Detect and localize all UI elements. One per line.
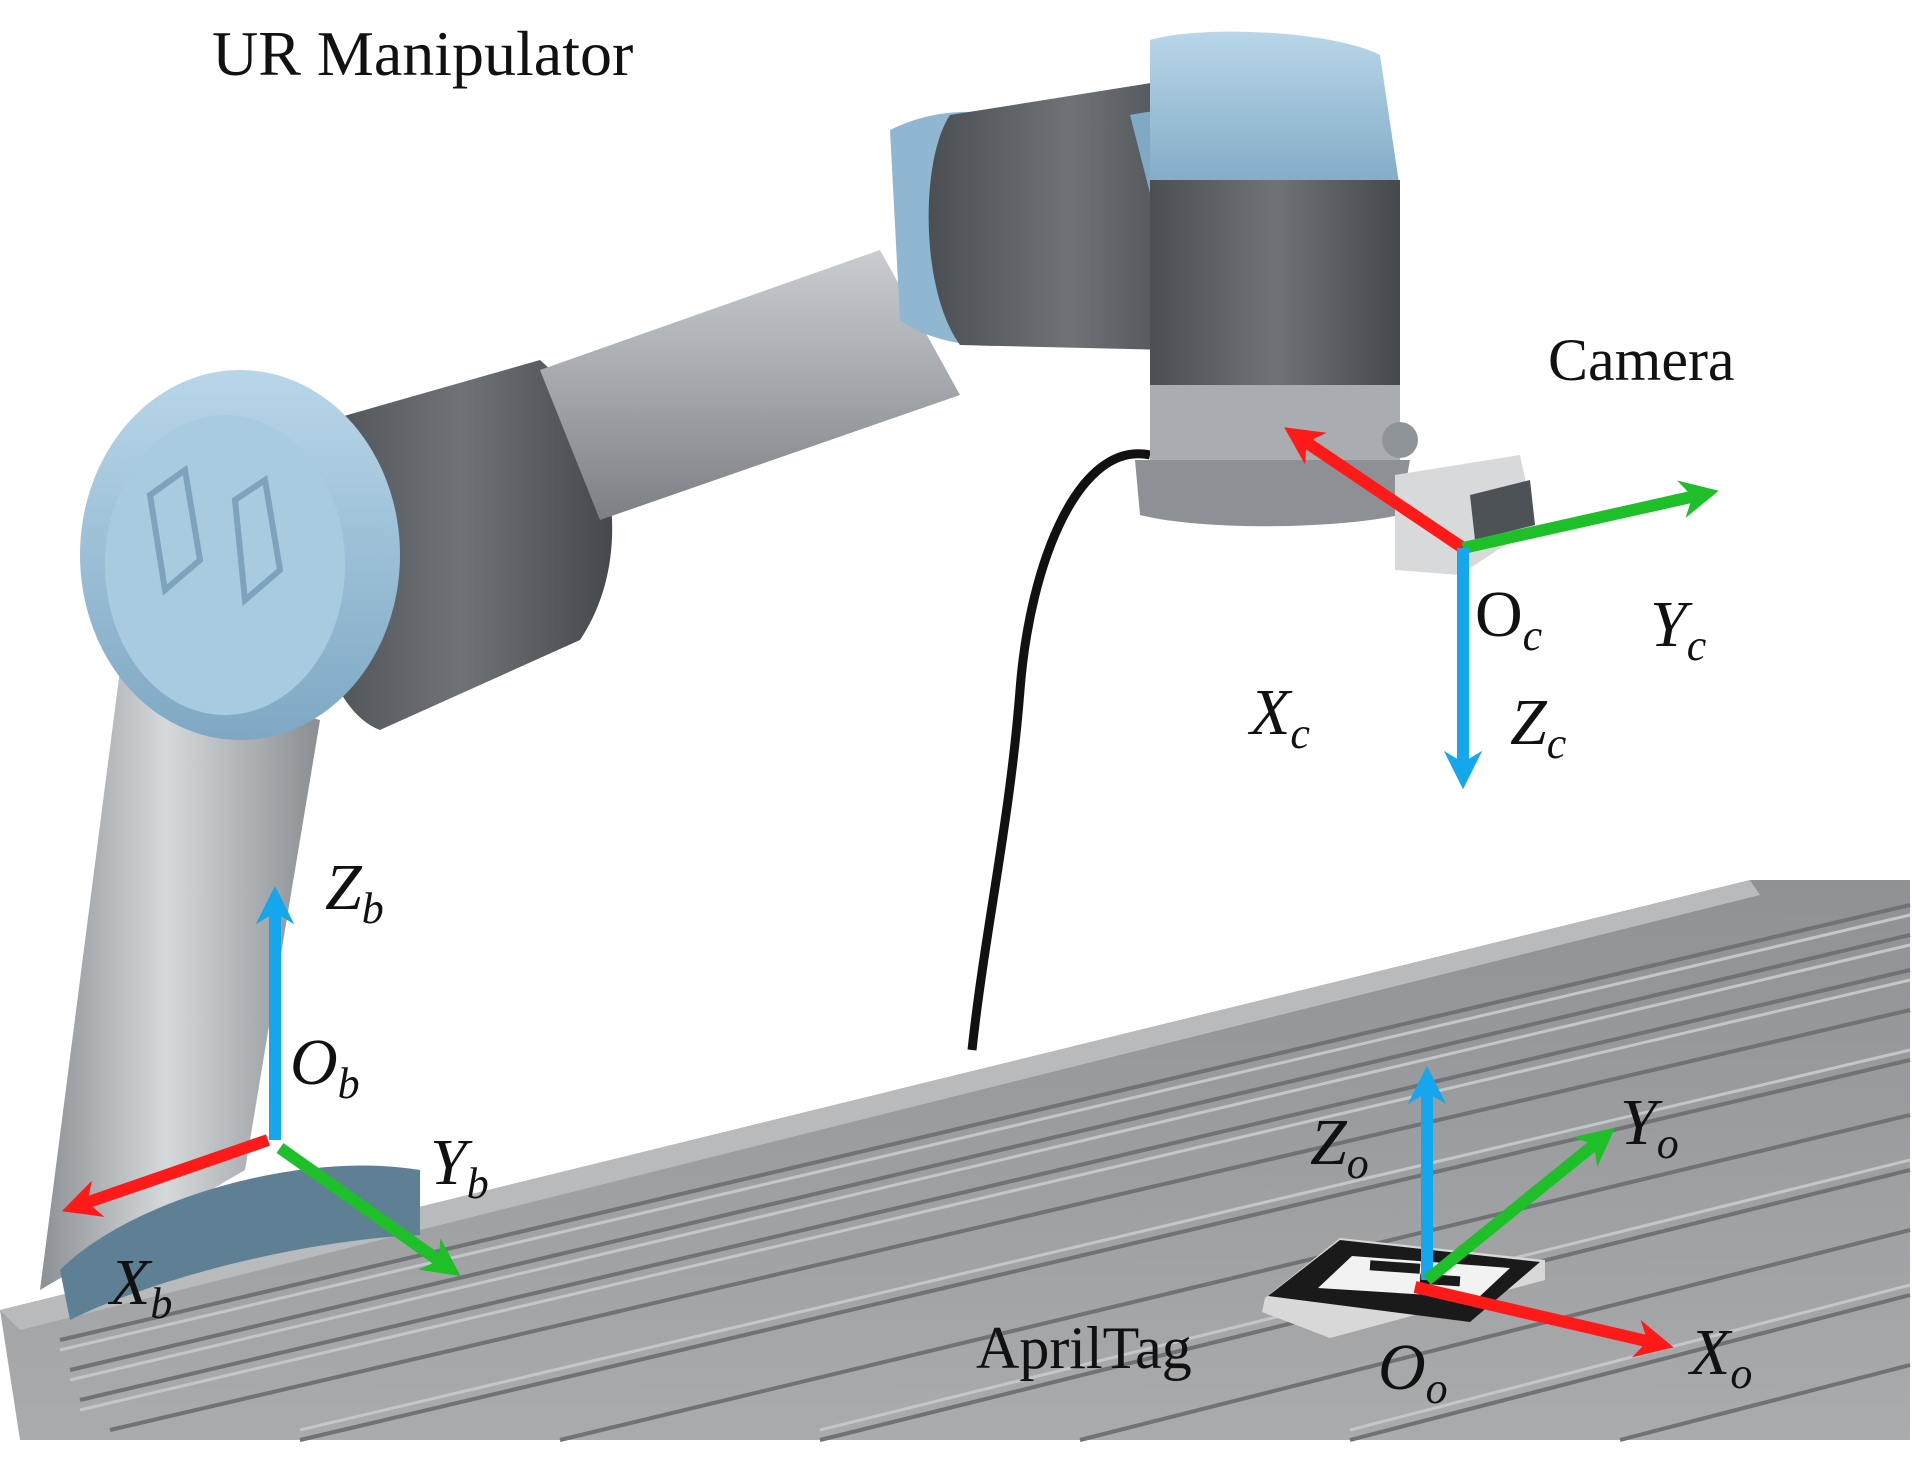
base-y-label: Yb [430, 1126, 489, 1208]
camera-y-axis-arrow [1461, 480, 1719, 554]
base-origin-label: Ob [290, 1026, 360, 1108]
object-frame-axes [1407, 1065, 1674, 1358]
base-x-label: Xb [110, 1246, 173, 1328]
object-x-axis-arrow [1413, 1281, 1674, 1358]
manipulator-label: UR Manipulator [212, 18, 634, 89]
object-origin-label: Oo [1378, 1331, 1448, 1413]
base-z-label: Zb [325, 851, 384, 933]
object-x-label: Xo [1690, 1316, 1753, 1398]
camera-y-label: Yc [1650, 588, 1707, 670]
base-frame-axes [61, 885, 461, 1277]
camera-z-label: Zc [1510, 686, 1567, 768]
object-y-label: Yo [1620, 1086, 1679, 1168]
base-x-axis-arrow [61, 1134, 270, 1217]
robot-lower-arm [40, 670, 420, 1320]
camera-label: Camera [1548, 327, 1735, 393]
camera-x-axis-arrow [1284, 427, 1467, 553]
apriltag-label: AprilTag [976, 1315, 1192, 1381]
base-y-axis-arrow [276, 1143, 461, 1277]
robot-elbow-joint [80, 360, 613, 740]
camera-origin-label: Oc [1475, 578, 1543, 660]
camera-x-label: Xc [1250, 676, 1310, 758]
object-z-label: Zo [1310, 1106, 1369, 1188]
camera-cable [967, 449, 1151, 1051]
object-y-axis-arrow [1423, 1127, 1615, 1285]
camera-frame-axes [1284, 427, 1719, 790]
robot-upper-arm [540, 250, 960, 520]
robot-wrist-joints [890, 31, 1410, 527]
